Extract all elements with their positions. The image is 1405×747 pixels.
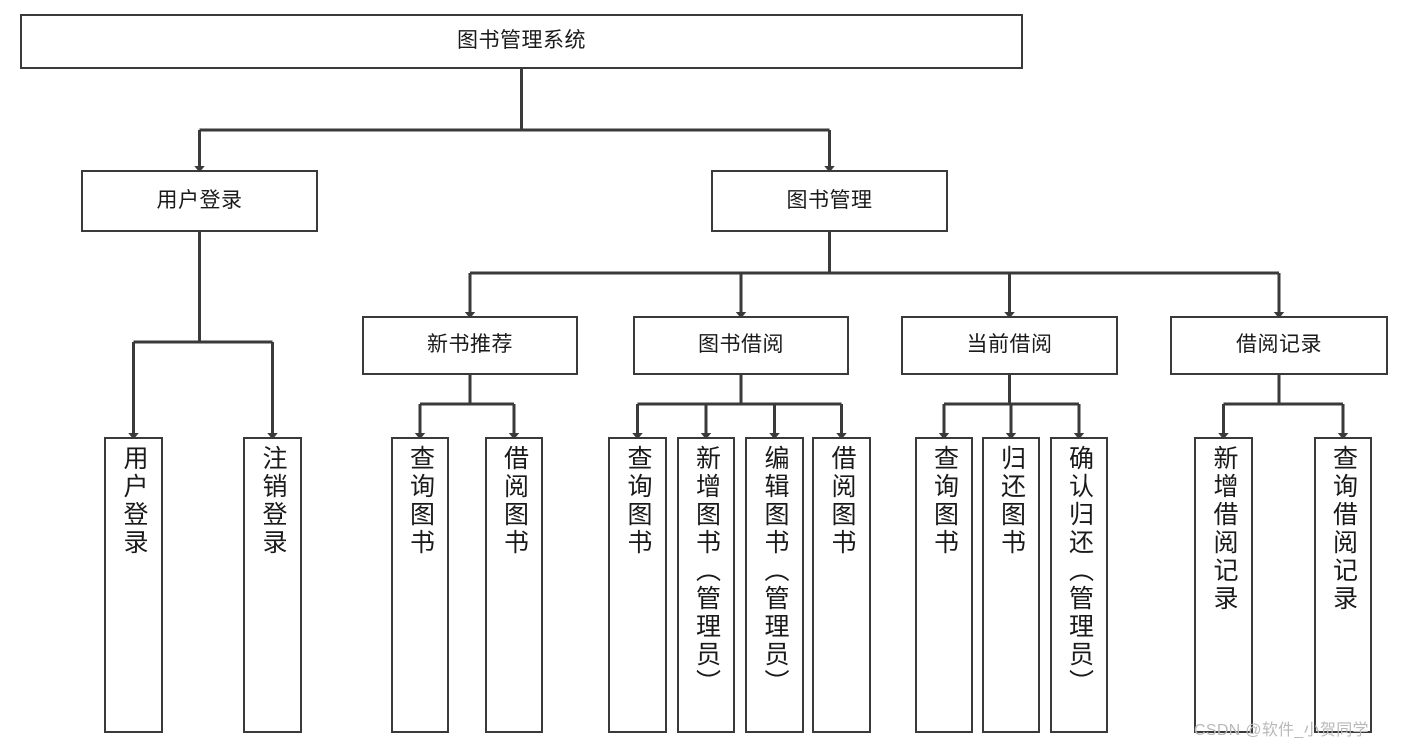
node-label: 确认归还（管理员）	[1065, 445, 1094, 697]
edges	[128, 69, 1349, 440]
node-label: 用户登录	[120, 445, 148, 557]
node-label: 借阅图书	[828, 445, 856, 557]
watermark: CSDN @软件_小贺同学	[1194, 722, 1369, 739]
node-label: 图书管理	[786, 188, 873, 212]
node-leaf-rc-add[interactable]: 新增借阅记录	[1194, 437, 1253, 733]
node-leaf-cu-return[interactable]: 归还图书	[982, 437, 1040, 733]
node-label: 新增借阅记录	[1210, 445, 1238, 613]
node-records[interactable]: 借阅记录	[1170, 316, 1388, 375]
node-leaf-rc-query[interactable]: 查询借阅记录	[1314, 437, 1372, 733]
node-leaf-nb-borrow[interactable]: 借阅图书	[485, 437, 543, 733]
node-bookmgmt[interactable]: 图书管理	[711, 170, 948, 232]
node-label: 图书借阅	[698, 333, 784, 357]
node-leaf-nb-query[interactable]: 查询图书	[391, 437, 449, 733]
node-login[interactable]: 用户登录	[81, 170, 318, 232]
node-label: 图书管理系统	[457, 29, 586, 53]
node-label: 借阅记录	[1236, 333, 1322, 357]
node-label: 查询图书	[406, 445, 435, 557]
node-label: 新书推荐	[427, 333, 513, 357]
node-label: 查询图书	[624, 445, 652, 557]
node-leaf-user-logout[interactable]: 注销登录	[243, 437, 302, 733]
node-newbook[interactable]: 新书推荐	[362, 316, 578, 375]
node-leaf-bo-add[interactable]: 新增图书（管理员）	[677, 437, 735, 733]
node-label: 新增图书（管理员）	[692, 445, 721, 697]
node-label: 编辑图书（管理员）	[761, 445, 789, 697]
node-label: 借阅图书	[500, 445, 529, 557]
node-label: 注销登录	[259, 445, 287, 557]
node-leaf-bo-query[interactable]: 查询图书	[608, 437, 667, 733]
node-label: 用户登录	[156, 188, 243, 212]
node-label: 当前借阅	[966, 333, 1053, 357]
node-current[interactable]: 当前借阅	[901, 316, 1118, 375]
node-leaf-cu-confirm[interactable]: 确认归还（管理员）	[1050, 437, 1108, 733]
node-leaf-cu-query[interactable]: 查询图书	[915, 437, 973, 733]
node-label: 查询图书	[930, 445, 959, 557]
node-leaf-bo-borrow[interactable]: 借阅图书	[812, 437, 871, 733]
node-borrow[interactable]: 图书借阅	[633, 316, 849, 375]
node-leaf-user-login[interactable]: 用户登录	[104, 437, 163, 733]
node-leaf-bo-edit[interactable]: 编辑图书（管理员）	[745, 437, 804, 733]
node-label: 归还图书	[997, 445, 1026, 557]
node-root[interactable]: 图书管理系统	[20, 14, 1023, 69]
node-label: 查询借阅记录	[1329, 445, 1358, 613]
